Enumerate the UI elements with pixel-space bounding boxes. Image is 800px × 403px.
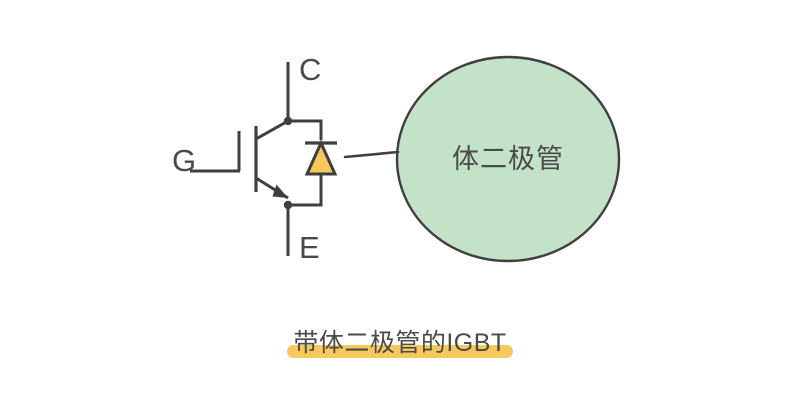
collector-diagonal bbox=[255, 119, 289, 141]
terminal-label-gate: G bbox=[172, 143, 196, 178]
igbt-symbol bbox=[190, 62, 338, 256]
callout-leader-line bbox=[343, 150, 400, 159]
diode-triangle bbox=[304, 139, 338, 176]
diode-bottom-wire bbox=[288, 175, 323, 207]
body-diode-callout-circle[interactable] bbox=[395, 55, 621, 263]
body-diode-callout-label: 体二极管 bbox=[452, 144, 564, 174]
terminal-label-emitter: E bbox=[299, 230, 320, 265]
emitter-arrow-head bbox=[272, 184, 288, 198]
diode-top-wire bbox=[288, 119, 323, 140]
terminal-label-collector: C bbox=[299, 52, 321, 87]
